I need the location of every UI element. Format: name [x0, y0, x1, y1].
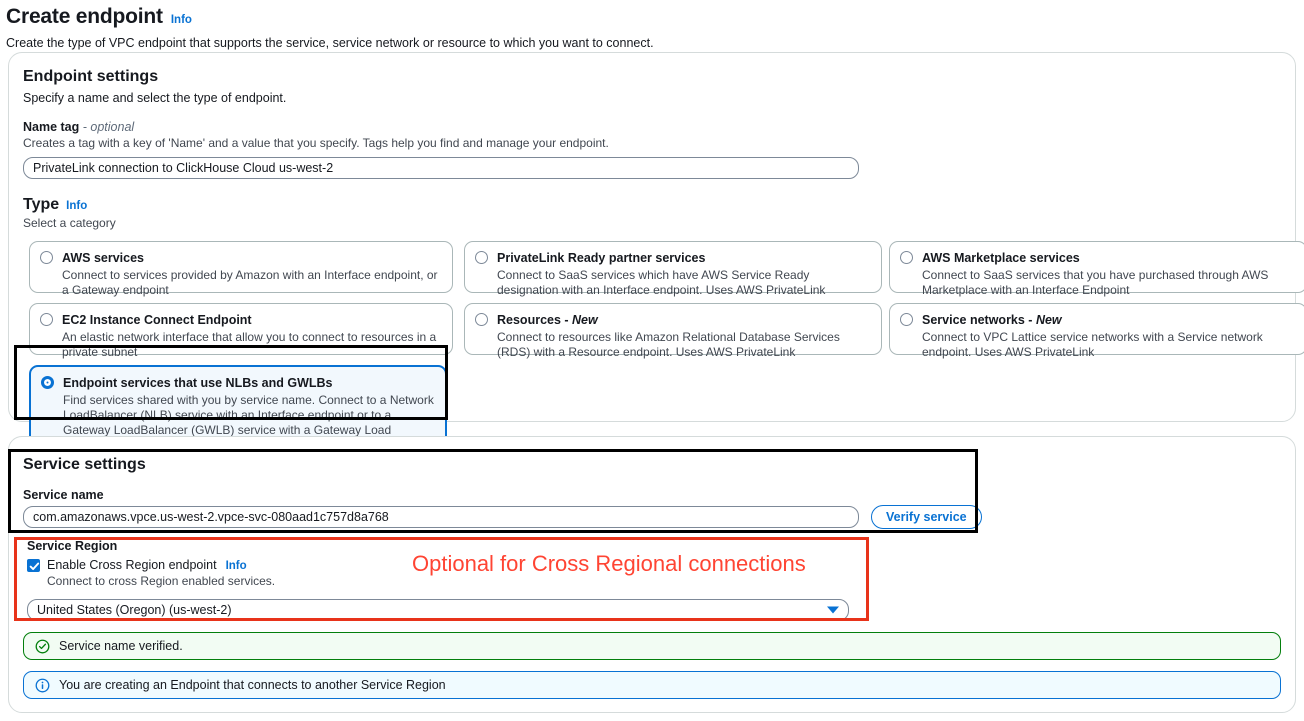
new-badge: New	[1035, 313, 1062, 327]
radio-icon[interactable]	[40, 251, 53, 264]
name-tag-hint: Creates a tag with a key of 'Name' and a…	[23, 136, 609, 150]
type-option-resources[interactable]: Resources - New Connect to resources lik…	[464, 303, 882, 359]
service-region-select[interactable]: United States (Oregon) (us-west-2)	[27, 599, 849, 621]
page-title: Create endpoint	[6, 5, 163, 28]
type-option-ec2-instance-connect-endpoint[interactable]: EC2 Instance Connect Endpoint An elastic…	[29, 303, 453, 359]
annotation-text-cross-region: Optional for Cross Regional connections	[412, 551, 806, 576]
type-option-title: Resources - New	[497, 313, 598, 327]
check-mark-icon	[29, 562, 40, 571]
name-tag-label-text: Name tag	[23, 120, 80, 134]
type-options-grid: AWS services Connect to services provide…	[23, 241, 1304, 463]
type-option-title: AWS services	[62, 251, 144, 265]
alert-text: Service name verified.	[59, 639, 183, 653]
name-tag-label: Name tag - optional	[23, 119, 1281, 135]
type-option-aws-services[interactable]: AWS services Connect to services provide…	[29, 241, 453, 297]
type-option-description: Connect to services provided by Amazon w…	[62, 268, 438, 297]
enable-cross-region-sub: Connect to cross Region enabled services…	[47, 574, 276, 588]
type-option-title: PrivateLink Ready partner services	[497, 251, 706, 265]
type-option-title: EC2 Instance Connect Endpoint	[62, 313, 252, 327]
enable-cross-region-row[interactable]: Enable Cross Region endpoint Info Connec…	[27, 557, 1281, 589]
type-option-description: Connect to SaaS services which have AWS …	[497, 268, 826, 297]
endpoint-settings-title: Endpoint settings	[23, 68, 159, 85]
service-region-block: Service Region Enable Cross Region endpo…	[23, 538, 1281, 621]
type-option-privatelink-ready-partner-services[interactable]: PrivateLink Ready partner services Conne…	[464, 241, 882, 297]
type-option-title-text: Resources -	[497, 313, 573, 327]
type-option-aws-marketplace-services[interactable]: AWS Marketplace services Connect to SaaS…	[889, 241, 1304, 297]
type-option-title: Endpoint services that use NLBs and GWLB…	[63, 376, 333, 390]
service-settings-panel: Service settings Service name Verify ser…	[8, 436, 1296, 713]
radio-icon[interactable]	[40, 313, 53, 326]
service-region-selected-value: United States (Oregon) (us-west-2)	[37, 603, 232, 617]
service-name-input[interactable]	[23, 506, 859, 528]
enable-cross-region-label: Enable Cross Region endpoint	[47, 558, 217, 572]
verify-service-button[interactable]: Verify service	[871, 505, 982, 529]
type-option-title-text: Service networks -	[922, 313, 1036, 327]
radio-icon[interactable]	[475, 313, 488, 326]
cross-region-info-link[interactable]: Info	[225, 560, 247, 572]
radio-icon[interactable]	[900, 313, 913, 326]
page-header: Create endpoint Info Create the type of …	[0, 0, 1304, 51]
check-circle-icon	[35, 639, 50, 654]
chevron-down-icon[interactable]	[827, 606, 839, 614]
service-region-label: Service Region	[27, 539, 118, 553]
service-name-label: Service name	[23, 488, 104, 502]
page-title-row: Create endpoint Info	[6, 4, 1304, 30]
type-option-description: Connect to resources like Amazon Relatio…	[497, 330, 840, 359]
page-description: Create the type of VPC endpoint that sup…	[6, 36, 654, 50]
service-name-row: Verify service	[23, 505, 1281, 529]
name-tag-input[interactable]	[23, 157, 859, 179]
alert-service-name-verified: Service name verified.	[23, 632, 1281, 660]
type-label: Type	[23, 196, 60, 213]
radio-icon[interactable]	[475, 251, 488, 264]
name-tag-optional-suffix: - optional	[82, 120, 135, 134]
info-circle-icon	[35, 678, 50, 693]
type-option-service-networks[interactable]: Service networks - New Connect to VPC La…	[889, 303, 1304, 359]
endpoint-settings-panel: Endpoint settings Specify a name and sel…	[8, 52, 1304, 463]
type-option-title: AWS Marketplace services	[922, 251, 1080, 265]
type-option-title: Service networks - New	[922, 313, 1062, 327]
type-option-description: Connect to SaaS services that you have p…	[922, 268, 1269, 297]
page-info-link[interactable]: Info	[170, 14, 192, 26]
endpoint-settings-description: Specify a name and select the type of en…	[23, 91, 287, 105]
new-badge: New	[572, 313, 598, 327]
type-sub-label: Select a category	[23, 216, 116, 230]
service-settings-title: Service settings	[23, 456, 146, 473]
service-region-select-wrap: United States (Oregon) (us-west-2)	[27, 599, 849, 621]
type-info-link[interactable]: Info	[66, 200, 88, 212]
checkbox-checked-icon[interactable]	[27, 559, 40, 572]
radio-icon-selected[interactable]	[41, 376, 54, 389]
type-option-description: An elastic network interface that allow …	[62, 330, 437, 359]
alert-text: You are creating an Endpoint that connec…	[59, 678, 446, 692]
alert-cross-region-endpoint: You are creating an Endpoint that connec…	[23, 671, 1281, 699]
radio-icon[interactable]	[900, 251, 913, 264]
type-option-endpoint-services-nlb-gwlb[interactable]: Endpoint services that use NLBs and GWLB…	[29, 365, 447, 463]
type-option-description: Connect to VPC Lattice service networks …	[922, 330, 1263, 359]
